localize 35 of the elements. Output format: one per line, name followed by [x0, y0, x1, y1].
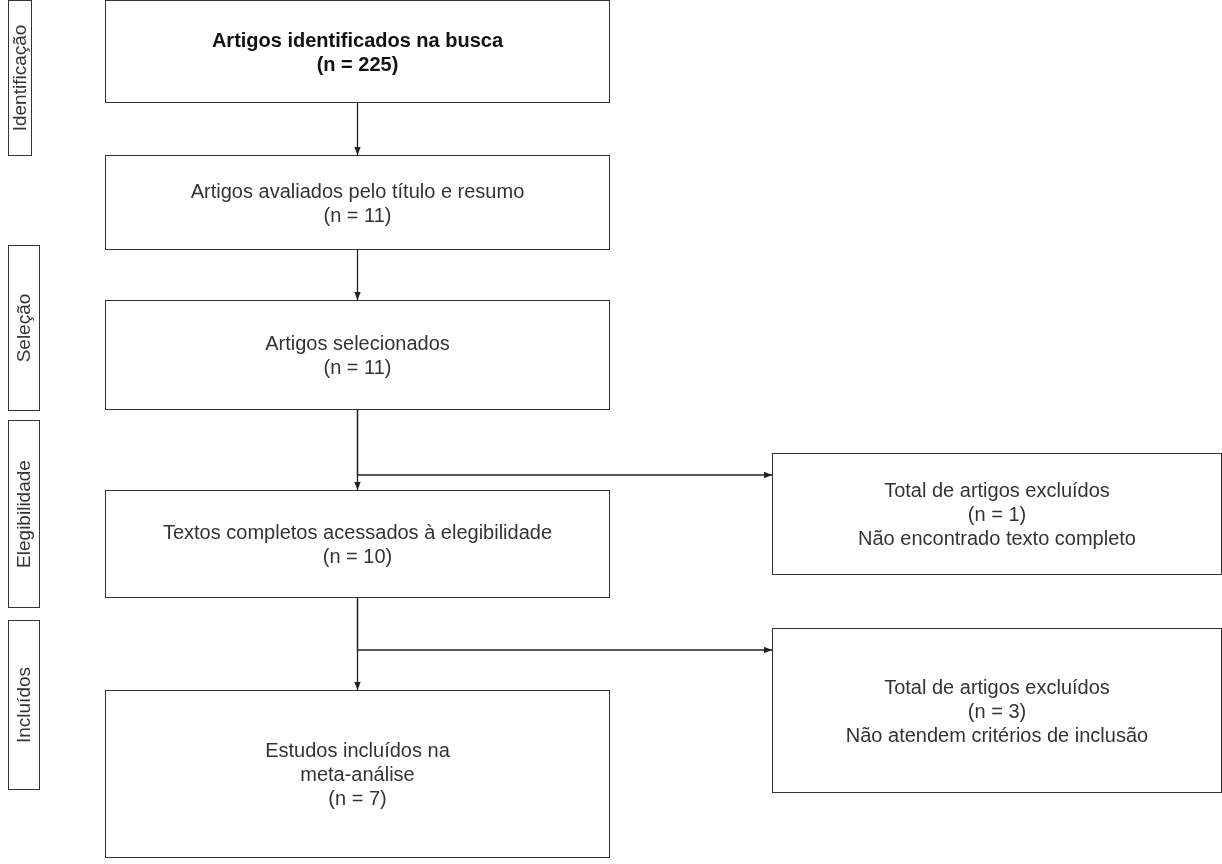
box-text: Total de artigos excluídos	[884, 674, 1110, 699]
arrow	[356, 409, 773, 479]
process-box	[772, 453, 1222, 575]
box-text: (n = 11)	[323, 355, 392, 379]
box-text: Artigos selecionados	[265, 331, 450, 355]
stage-label-box	[8, 420, 40, 608]
box-text: (n = 11)	[323, 202, 392, 227]
arrow	[354, 249, 361, 301]
arrow	[356, 597, 773, 654]
process-box	[105, 690, 610, 858]
stage-label: Seleção	[12, 293, 35, 363]
stage-label-box	[8, 245, 40, 411]
box-text: (n = 7)	[328, 786, 387, 810]
box-text: Não atendem critérios de inclusão	[845, 722, 1149, 747]
arrow	[354, 102, 361, 156]
process-box	[105, 300, 610, 410]
process-box	[772, 628, 1222, 793]
process-box	[105, 155, 610, 250]
stage-label: Identificação	[8, 24, 31, 132]
box-text: Textos completos acessados à elegibilidade	[162, 520, 553, 544]
box-text: Artigos avaliados pelo título e resumo	[190, 178, 525, 203]
box-text: Estudos incluídos na meta-análise	[264, 738, 451, 786]
box-text: Total de artigos excluídos	[884, 478, 1110, 502]
box-text: Não encontrado texto completo	[858, 526, 1136, 550]
box-text: (n = 10)	[322, 544, 393, 568]
box-text: (n = 1)	[967, 502, 1027, 526]
stage-label: Incluídos	[12, 667, 35, 743]
stage-label: Elegibilidade	[12, 460, 35, 568]
box-text: (n = 225)	[316, 51, 399, 76]
box-text: Artigos identificados na busca	[211, 27, 504, 52]
stage-label-box	[8, 0, 32, 156]
process-box	[105, 490, 610, 598]
stage-label-box	[8, 620, 40, 790]
process-box	[105, 0, 610, 103]
box-text: (n = 3)	[967, 698, 1027, 723]
